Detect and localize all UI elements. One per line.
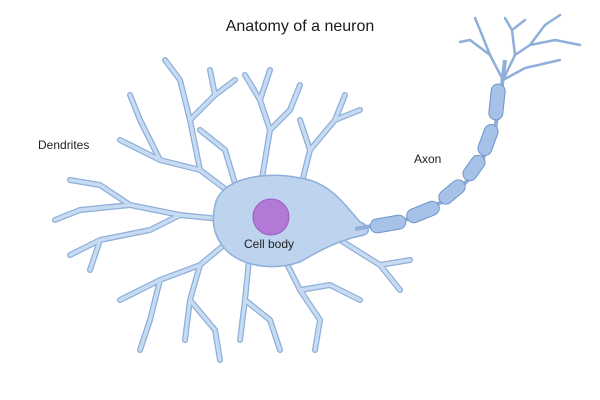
cell-body (212, 174, 369, 268)
dendrite-tree (52, 57, 413, 363)
diagram-title: Anatomy of a neuron (225, 18, 375, 35)
myelin-segment (462, 154, 486, 182)
myelin-segment (488, 83, 506, 121)
dendrites-label: Dendrites (38, 138, 90, 152)
myelin-segment (369, 214, 407, 234)
myelin-segment (477, 124, 499, 156)
nucleus (252, 198, 290, 236)
myelin-segment (438, 179, 466, 205)
cell-body-label: Cell body (244, 237, 295, 251)
axon-label: Axon (414, 152, 442, 166)
axon-terminals (458, 13, 582, 82)
myelin-segment (406, 200, 440, 224)
myelin-sheath (369, 83, 506, 234)
